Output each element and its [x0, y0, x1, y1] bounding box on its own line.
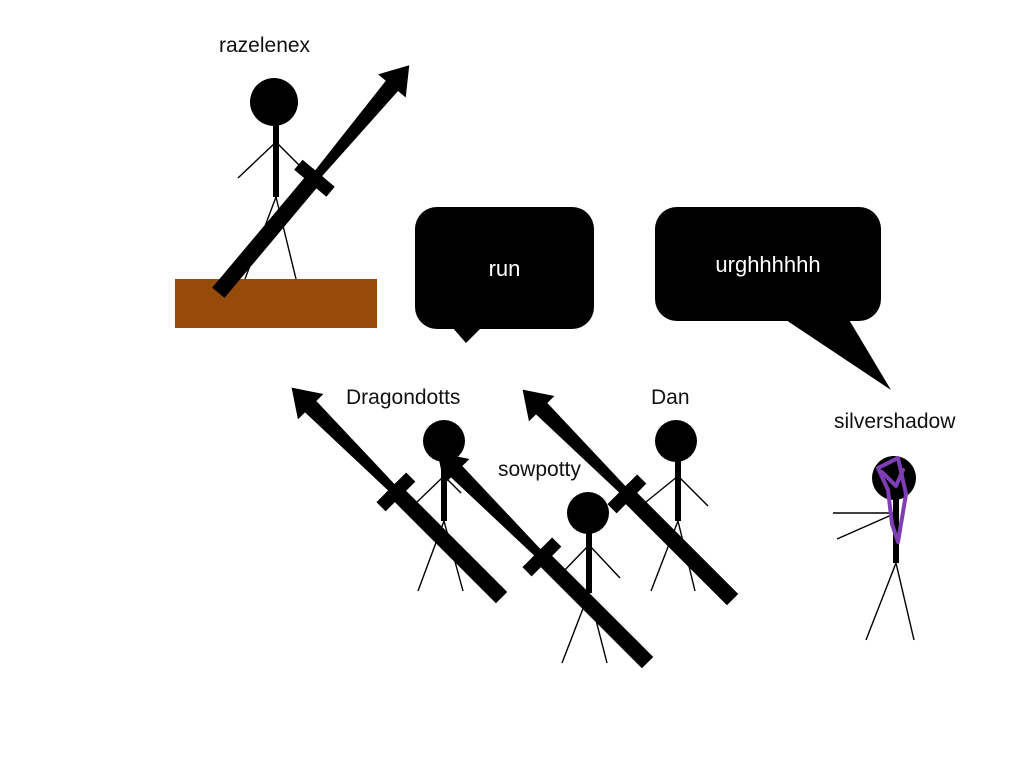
speech-bubble-run: [415, 207, 594, 343]
stick-figure-dragondotts: [416, 420, 465, 592]
stick-figure-sowpotty: [559, 492, 621, 664]
wooden-platform: [175, 279, 377, 328]
speech-bubble-urgh: [655, 207, 891, 390]
character-name-dragondotts: Dragondotts: [346, 386, 461, 409]
sword-icon: [202, 51, 426, 307]
head: [872, 456, 916, 500]
head: [250, 78, 298, 126]
character-name-razelenex: razelenex: [219, 34, 311, 57]
purple-scarf: [876, 456, 908, 544]
speech-text-run: run: [488, 256, 521, 281]
sword-icon: [507, 374, 748, 615]
head: [655, 420, 697, 462]
character-name-silvershadow: silvershadow: [834, 410, 956, 433]
character-name-dan: Dan: [651, 386, 690, 409]
speech-text-urgh: urghhhhhh: [715, 252, 821, 277]
head: [423, 420, 465, 462]
stick-figure-dan: [645, 420, 709, 592]
head: [567, 492, 609, 534]
character-name-sowpotty: sowpotty: [498, 458, 581, 481]
